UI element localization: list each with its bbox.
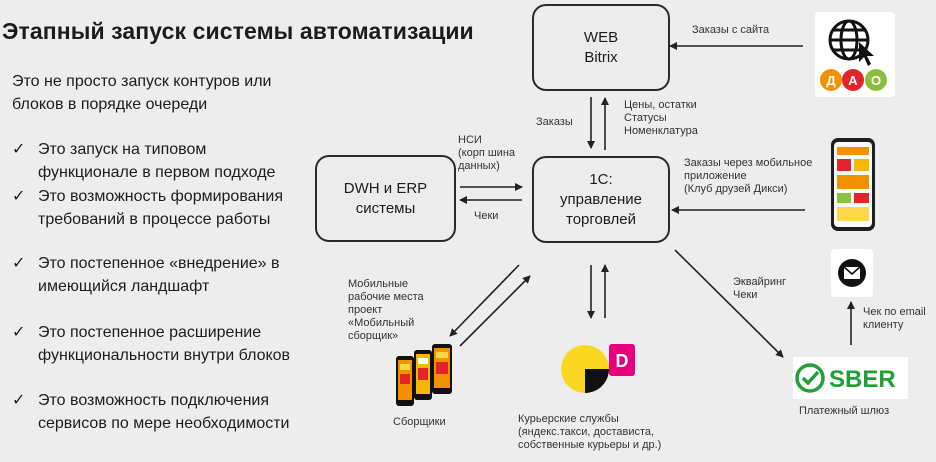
- box-1c-trade: 1С: управление торговлей: [532, 156, 670, 243]
- label-line: Мобильные: [348, 278, 409, 290]
- check-icon: ✓: [12, 392, 26, 409]
- label-mobile-workplaces: Мобильные рабочие места проект «Мобильны…: [348, 278, 424, 343]
- label-mobile-orders: Заказы через мобильное приложение (Клуб …: [684, 157, 812, 196]
- label-line: «Мобильный: [348, 317, 415, 329]
- arrow-to-sber: [674, 249, 784, 358]
- label-line: Чек по email: [863, 306, 926, 318]
- box-line: DWH и ERP: [343, 179, 428, 197]
- label-line: НСИ: [458, 134, 482, 146]
- label-line: собственные курьеры и др.): [518, 439, 662, 451]
- label-line: приложение: [684, 170, 747, 182]
- label-line: Номенклатура: [624, 125, 698, 137]
- label-couriers: Курьерские службы (яндекс.такси, достави…: [518, 413, 661, 452]
- box-web-bitrix: WEB Bitrix: [532, 4, 670, 91]
- label-acquiring: Эквайринг Чеки: [733, 276, 786, 302]
- label-line: (Клуб друзей Дикси): [684, 183, 788, 195]
- check-icon: ✓: [12, 188, 26, 205]
- label-line: Цены, остатки: [624, 99, 697, 111]
- label-line: Заказы через мобильное: [684, 157, 813, 169]
- dostavista-icon: D: [609, 344, 635, 376]
- intro-text: Это не просто запуск контуров или блоков…: [12, 70, 271, 116]
- label-line: рабочие места: [348, 291, 424, 303]
- arrow-to-pickers: [449, 264, 520, 337]
- arrow-from-pickers: [459, 275, 531, 347]
- label-line: сборщик»: [348, 330, 399, 342]
- yandex-taxi-icon: [560, 344, 610, 394]
- sber-logo-icon: SBER: [793, 357, 908, 399]
- box-line: Bitrix: [584, 48, 618, 66]
- box-line: системы: [355, 199, 416, 217]
- label-orders: Заказы: [536, 116, 573, 128]
- label-line: клиенту: [863, 319, 904, 331]
- globe-cursor-icon: Д А О: [815, 12, 895, 97]
- label-line: Курьерские службы: [518, 413, 619, 425]
- bullet-line: функциональности внутри блоков: [38, 347, 291, 364]
- phones-icon: [394, 344, 454, 408]
- box-line: WEB: [583, 28, 619, 46]
- bullet-line: сервисов по мере необходимости: [38, 415, 290, 432]
- label-line: Статусы: [624, 112, 667, 124]
- box-line: 1С:: [589, 170, 613, 188]
- box-line: управление: [559, 190, 643, 208]
- check-icon: ✓: [12, 141, 26, 158]
- mobile-app-icon: [829, 137, 877, 233]
- dikidi-letter: О: [871, 73, 881, 88]
- bullet-line: Это возможность формирования: [38, 188, 283, 205]
- label-email-check: Чек по email клиенту: [863, 306, 926, 332]
- box-dwh-erp: DWH и ERP системы: [315, 155, 456, 242]
- label-line: Эквайринг: [733, 276, 787, 288]
- bullet-line: Это возможность подключения: [38, 392, 270, 409]
- label-nsi: НСИ (корп шина данных): [458, 134, 515, 173]
- label-line: (яндекс.такси, достависта,: [518, 426, 655, 438]
- box-line: торговлей: [566, 210, 636, 228]
- bullet-line: Это запуск на типовом: [38, 141, 207, 158]
- label-site-orders: Заказы с сайта: [692, 24, 770, 36]
- label-line: (корп шина: [458, 147, 516, 159]
- label-line: проект: [348, 304, 383, 316]
- dostavista-letter: D: [616, 351, 629, 371]
- check-icon: ✓: [12, 255, 26, 272]
- email-icon: [831, 249, 873, 297]
- bullet-line: Это постепенное расширение: [38, 324, 262, 341]
- bullet-line: Это постепенное «внедрение» в: [38, 255, 280, 272]
- label-line: Чеки: [733, 289, 758, 301]
- page-title: Этапный запуск системы автоматизации: [2, 18, 474, 44]
- bullet-line: имеющийся ландшафт: [38, 278, 210, 295]
- bullet-line: требований в процессе работы: [38, 211, 271, 228]
- bullet-line: функционале в первом подходе: [38, 164, 276, 181]
- label-line: данных): [458, 160, 500, 172]
- dikidi-letter: А: [848, 73, 858, 88]
- dikidi-letter: Д: [826, 73, 836, 88]
- intro-line: блоков в порядке очереди: [12, 96, 208, 113]
- check-icon: ✓: [12, 324, 26, 341]
- label-cheki: Чеки: [474, 210, 499, 222]
- label-prices: Цены, остатки Статусы Номенклатура: [624, 99, 698, 138]
- label-gateway: Платежный шлюз: [799, 405, 890, 417]
- label-pickers: Сборщики: [393, 416, 446, 428]
- intro-line: Это не просто запуск контуров или: [12, 73, 272, 90]
- sber-text: SBER: [829, 366, 896, 393]
